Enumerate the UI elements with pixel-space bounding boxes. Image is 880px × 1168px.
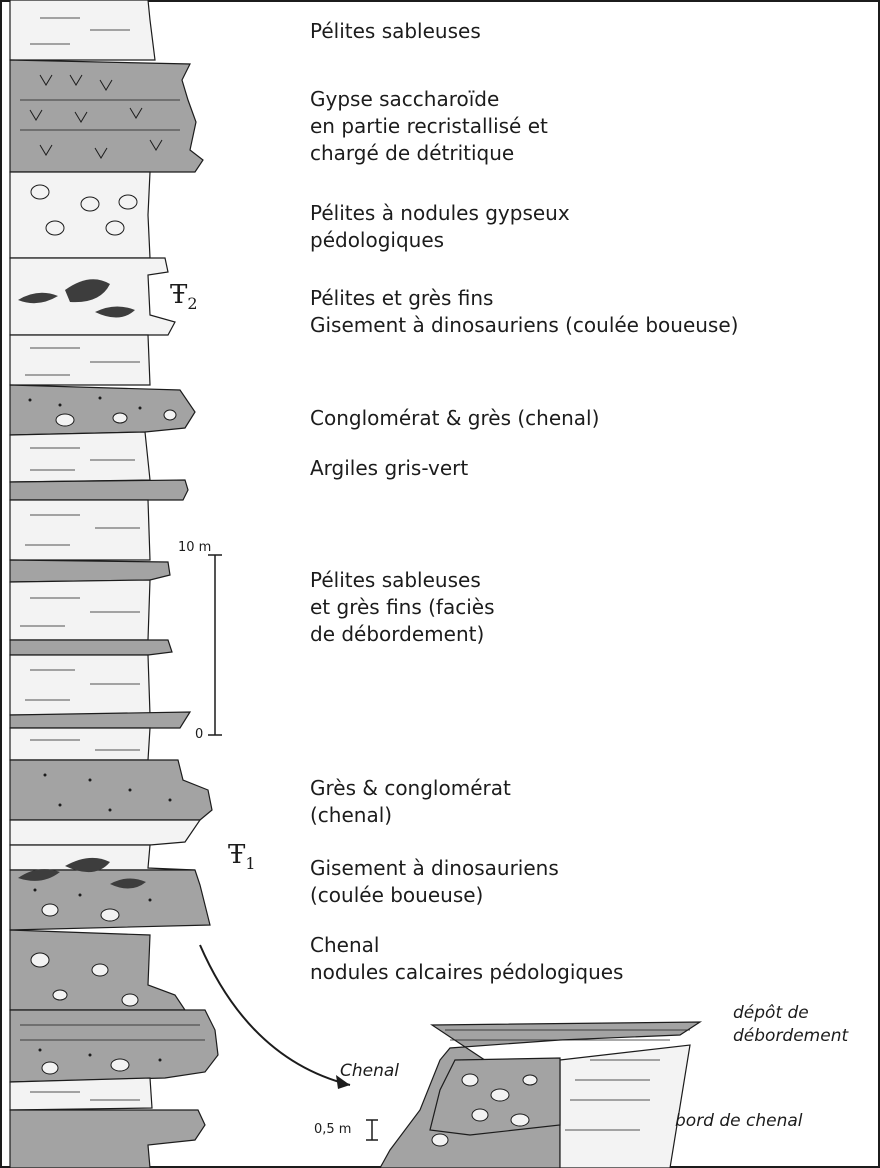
layer-chenal-3 [10, 1010, 218, 1082]
inset-label-chenal: Chenal [340, 1060, 399, 1082]
layer-gres-b [10, 640, 172, 655]
inset-label-bord: bord de chenal [675, 1110, 803, 1132]
layer-gres-light [10, 820, 200, 845]
inset-label-depot-line2: débordement [733, 1025, 848, 1047]
label-chenal: Chenal nodules calcaires pédologiques [310, 932, 623, 986]
label-gres-conglomerat: Grès & conglomérat (chenal) [310, 775, 511, 829]
layer-conglo-thin [10, 480, 188, 500]
fossil-site-index: 1 [245, 854, 255, 873]
layer-argiles-b [10, 432, 150, 482]
scale-label-bottom: 0 [195, 727, 203, 742]
fossil-site-1-marker: Ŧ1 [228, 840, 256, 873]
label-gisement-2: Pélites et grès fins Gisement à dinosaur… [310, 285, 738, 339]
layer-argiles-a [10, 335, 150, 385]
layer-pelites-a [10, 500, 150, 560]
label-conglomerat-gres: Conglomérat & grès (chenal) [310, 405, 599, 432]
layer-gres-a [10, 560, 170, 582]
label-pelites-sableuses-top: Pélites sableuses [310, 18, 481, 45]
inset-label-depot-line1: dépôt de [733, 1002, 809, 1024]
scale-label-top: 10 m [178, 540, 211, 555]
layer-pelites-c [10, 655, 150, 715]
label-gisement-1: Gisement à dinosauriens (coulée boueuse) [310, 855, 559, 909]
fossil-site-symbol: Ŧ [228, 840, 245, 870]
layer-pelites-e [10, 1078, 152, 1110]
fossil-site-index: 2 [187, 294, 197, 313]
label-argiles: Argiles gris-vert [310, 455, 468, 482]
layer-gres-c [10, 712, 190, 728]
layer-pelites-b [10, 580, 150, 640]
inset-scale-label: 0,5 m [314, 1122, 351, 1137]
label-pelites-nodules: Pélites à nodules gypseux pédologiques [310, 200, 570, 254]
layer-pelites-d [10, 728, 150, 760]
label-gypse: Gypse saccharoïde en partie recristallis… [310, 86, 548, 167]
fossil-site-symbol: Ŧ [170, 280, 187, 310]
fossil-site-2-marker: Ŧ2 [170, 280, 198, 313]
layer-pelites-nodules [10, 172, 150, 258]
label-pelites-gres-fins: Pélites sableuses et grès fins (faciès d… [310, 567, 495, 648]
layer-pelites-top [10, 0, 155, 60]
